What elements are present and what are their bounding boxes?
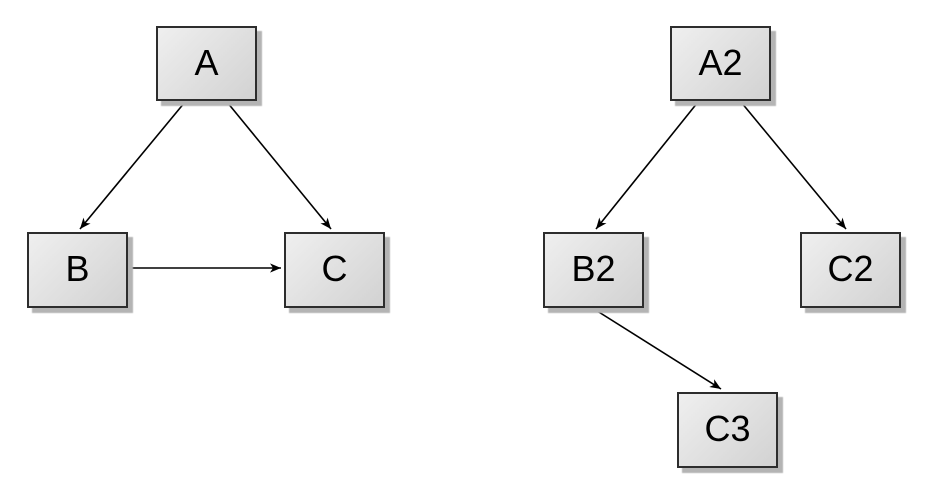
node-label: B2 xyxy=(571,248,616,289)
node-B2: B2 xyxy=(543,232,644,308)
node-label: B xyxy=(65,248,90,289)
node-label: C2 xyxy=(827,248,874,289)
node-C3: C3 xyxy=(677,392,778,468)
node-label: C xyxy=(321,248,348,289)
node-C: C xyxy=(284,232,385,308)
node-B: B xyxy=(27,232,128,308)
node-C2: C2 xyxy=(800,232,901,308)
node-A2: A2 xyxy=(670,26,771,101)
edge-B2-to-C3 xyxy=(593,308,722,390)
node-A: A xyxy=(156,26,257,101)
node-label: C3 xyxy=(704,408,751,449)
edge-A2-to-C2 xyxy=(740,101,847,230)
node-label: A2 xyxy=(698,41,743,83)
edge-A2-to-B2 xyxy=(595,101,699,230)
edge-A-to-B xyxy=(79,101,186,230)
node-label: A xyxy=(194,41,219,83)
edge-A-to-C xyxy=(226,101,332,230)
